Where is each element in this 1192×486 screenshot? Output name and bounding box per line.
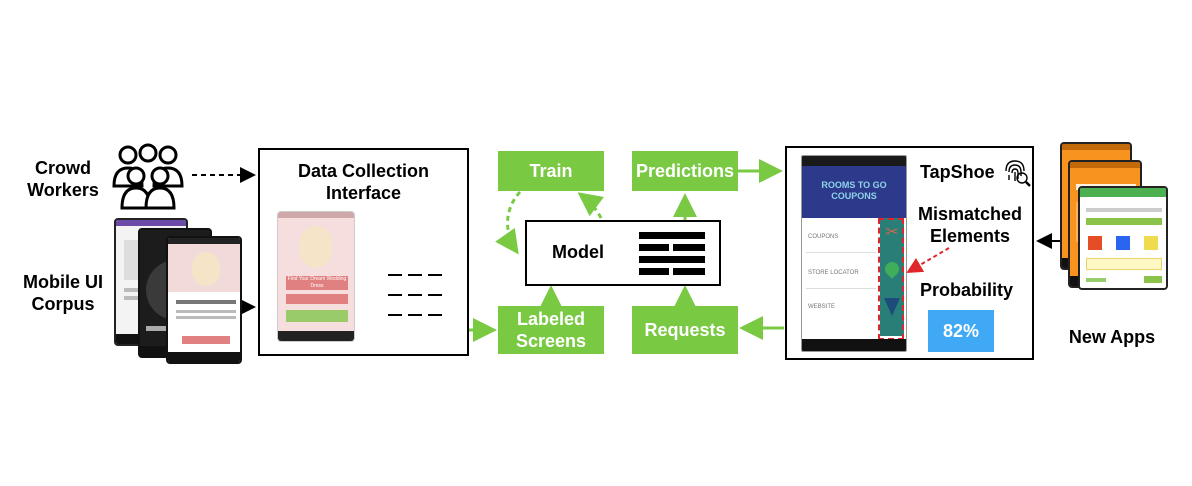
mismatch-pointer-arrow [906, 247, 950, 274]
labeling-mockup: Find Your Dream Wedding Dress [277, 211, 355, 342]
train-box: Train [498, 151, 604, 191]
app-menu-item: WEBSITE [808, 304, 836, 310]
probability-value: 82% [928, 310, 994, 352]
new-app-phone-front [1078, 186, 1168, 290]
fingerprint-icon [1005, 160, 1031, 187]
model-to-train-arrow [577, 192, 604, 219]
model-label: Model [552, 242, 604, 262]
probability-label: Probability [920, 280, 1014, 300]
tapshoe-title: TapShoe [920, 162, 995, 182]
scissors-element: ✂ [885, 224, 899, 241]
app-menu-item: COUPONS [808, 234, 839, 240]
requests-box: Requests [632, 306, 738, 354]
predictions-box: Predictions [632, 151, 738, 191]
tapshoe-panel: ROOMS TO GO COUPONS COUPONS STORE LOCATO… [785, 146, 1034, 360]
app-header [802, 166, 906, 218]
data-collection-title: Data Collection Interface [297, 161, 430, 203]
mobile-ui-corpus-label: Mobile UI Corpus [23, 272, 103, 314]
app-screenshot: ROOMS TO GO COUPONS COUPONS STORE LOCATO… [801, 155, 907, 352]
app-menu-item: STORE LOCATOR [808, 270, 859, 276]
new-apps-label: New Apps [1068, 327, 1156, 347]
data-collection-panel: Data Collection Interface Find Your Drea… [258, 148, 469, 356]
train-to-model-arrow [495, 190, 522, 255]
tag-element [884, 298, 900, 316]
model-box: Model [525, 220, 721, 286]
model-layers-icon [639, 232, 705, 276]
mockup-heading: Find Your Dream Wedding Dress [287, 276, 347, 289]
labeled-screens-box: Labeled Screens [498, 306, 604, 354]
crowd-workers-label: Crowd Workers [27, 158, 99, 200]
mismatched-elements-label: Mismatched Elements [917, 204, 1023, 246]
corpus-phone-front [166, 236, 242, 364]
crowd-icon [112, 143, 184, 210]
app-logo-text: ROOMS TO GO COUPONS [821, 180, 887, 201]
